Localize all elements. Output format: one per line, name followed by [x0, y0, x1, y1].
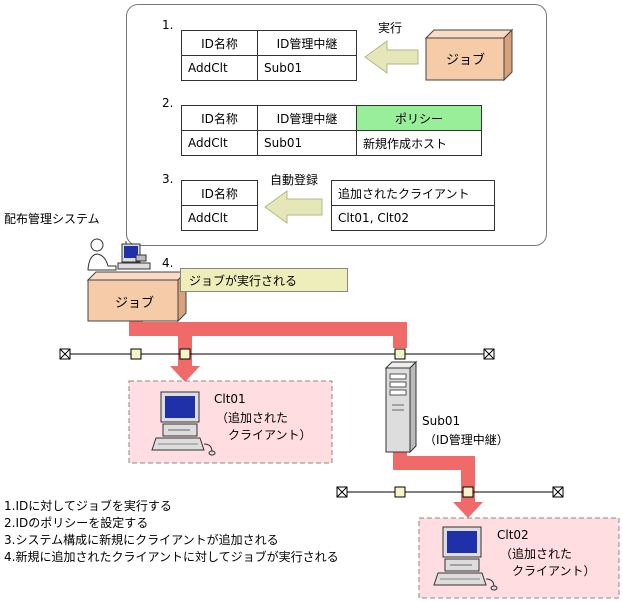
- table1-value-relay: Sub01: [257, 55, 357, 81]
- clt01-desc-line2: （追加された: [216, 411, 289, 425]
- id-table-step1: ID名称 ID管理中継 AddClt Sub01: [181, 30, 357, 81]
- legend-item-1: 1.IDに対してジョブを実行する: [4, 499, 172, 513]
- clt02-desc-line2: （追加された: [500, 547, 573, 561]
- job-label-panel: ジョブ: [446, 53, 486, 68]
- id-table-step2: ID名称 ID管理中継 ポリシー AddClt Sub01 新規作成ホスト: [181, 105, 482, 156]
- step-4-number: 4.: [162, 256, 174, 270]
- execute-label: 実行: [378, 21, 403, 35]
- clt02-desc-line3: クライアント）: [512, 564, 596, 578]
- auto-register-label: 自動登録: [270, 173, 319, 187]
- execute-arrow: [364, 40, 419, 74]
- added-clients-table: 追加されたクライアント Clt01, Clt02: [331, 180, 495, 231]
- step-1-number: 1.: [162, 18, 174, 32]
- step-2-number: 2.: [162, 96, 174, 110]
- id-table-step3: ID名称 AddClt: [181, 180, 258, 231]
- legend-item-3: 3.システム構成に新規にクライアントが追加される: [4, 533, 279, 547]
- step-3-number: 3.: [162, 172, 174, 186]
- distribution-system-label: 配布管理システム: [4, 212, 100, 226]
- clt02-pc-icon: [433, 526, 498, 591]
- sub01-desc: （ID管理中継）: [424, 433, 509, 447]
- administrator-icon: [87, 238, 151, 271]
- network-segment-1: [59, 348, 495, 360]
- legend-item-2: 2.IDのポリシーを設定する: [4, 516, 149, 530]
- table2-value-policy: 新規作成ホスト: [356, 130, 482, 156]
- clt01-name: Clt01: [214, 392, 246, 406]
- table4-value-added-clients: Clt01, Clt02: [331, 205, 495, 231]
- auto-register-arrow: [264, 190, 323, 224]
- legend-list: 1.IDに対してジョブを実行する 2.IDのポリシーを設定する 3.システム構成…: [4, 498, 339, 566]
- job-box-main: [86, 270, 188, 323]
- legend-item-4: 4.新規に追加されたクライアントに対してジョブが実行される: [4, 550, 339, 564]
- table2-value-id-name: AddClt: [181, 130, 258, 156]
- sub01-name: Sub01: [422, 414, 461, 428]
- clt01-pc-icon: [151, 391, 216, 456]
- table4-header-added-clients: 追加されたクライアント: [331, 180, 495, 206]
- table2-header-policy: ポリシー: [356, 105, 482, 131]
- table3-header-id-name: ID名称: [181, 180, 258, 206]
- table2-value-relay: Sub01: [257, 130, 357, 156]
- table1-value-id-name: AddClt: [181, 55, 258, 81]
- job-box-panel: [424, 28, 514, 82]
- network-segment-2: [336, 486, 564, 498]
- table2-header-relay: ID管理中継: [257, 105, 357, 131]
- table3-value-id-name: AddClt: [181, 205, 258, 231]
- job-label-main: ジョブ: [115, 296, 155, 311]
- sub01-server-icon: [384, 360, 418, 454]
- job-executed-note: ジョブが実行される: [180, 268, 348, 292]
- clt01-desc-line3: クライアント）: [228, 428, 312, 442]
- clt02-name: Clt02: [497, 528, 529, 542]
